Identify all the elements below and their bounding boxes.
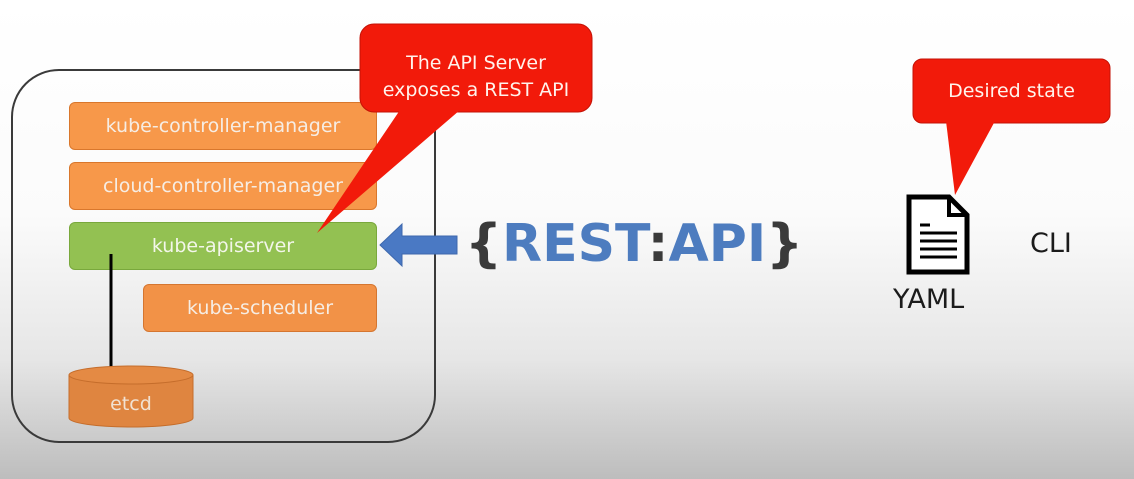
rest-word: REST [502,214,648,274]
desired-state-callout-text: Desired state [948,80,1075,102]
cli-label: CLI [1030,228,1072,259]
kube-apiserver-box: kube-apiserver [69,222,377,270]
rest-open-brace: { [465,214,503,274]
etcd-box: etcd [69,384,193,424]
cloud-controller-manager-label: cloud-controller-manager [103,175,343,197]
kube-scheduler-box: kube-scheduler [143,284,377,332]
api-server-callout: The API Server exposes a REST API [360,50,592,104]
document-icon [906,194,970,275]
etcd-label: etcd [110,393,152,415]
kube-scheduler-label: kube-scheduler [186,297,334,319]
control-plane-boundary [11,69,436,443]
rest-colon: : [647,214,669,274]
desired-state-callout-shape [912,58,1111,195]
cloud-controller-manager-box: cloud-controller-manager [69,162,377,210]
api-server-callout-shape [317,23,593,233]
rest-api-logo: {REST:API} [465,214,803,274]
kube-controller-manager-label: kube-controller-manager [105,115,341,137]
etcd-cylinder [68,365,194,428]
api-word: API [668,214,767,274]
kube-controller-manager-box: kube-controller-manager [69,102,377,150]
api-server-callout-line2: exposes a REST API [382,79,570,101]
yaml-label: YAML [893,284,965,315]
rest-to-apiserver-arrow [379,222,458,268]
kube-apiserver-label: kube-apiserver [151,235,295,257]
api-server-callout-line1: The API Server [406,52,546,74]
rest-close-brace: } [766,214,804,274]
desired-state-callout: Desired state [913,78,1110,105]
apiserver-to-etcd-arrow [104,254,118,382]
